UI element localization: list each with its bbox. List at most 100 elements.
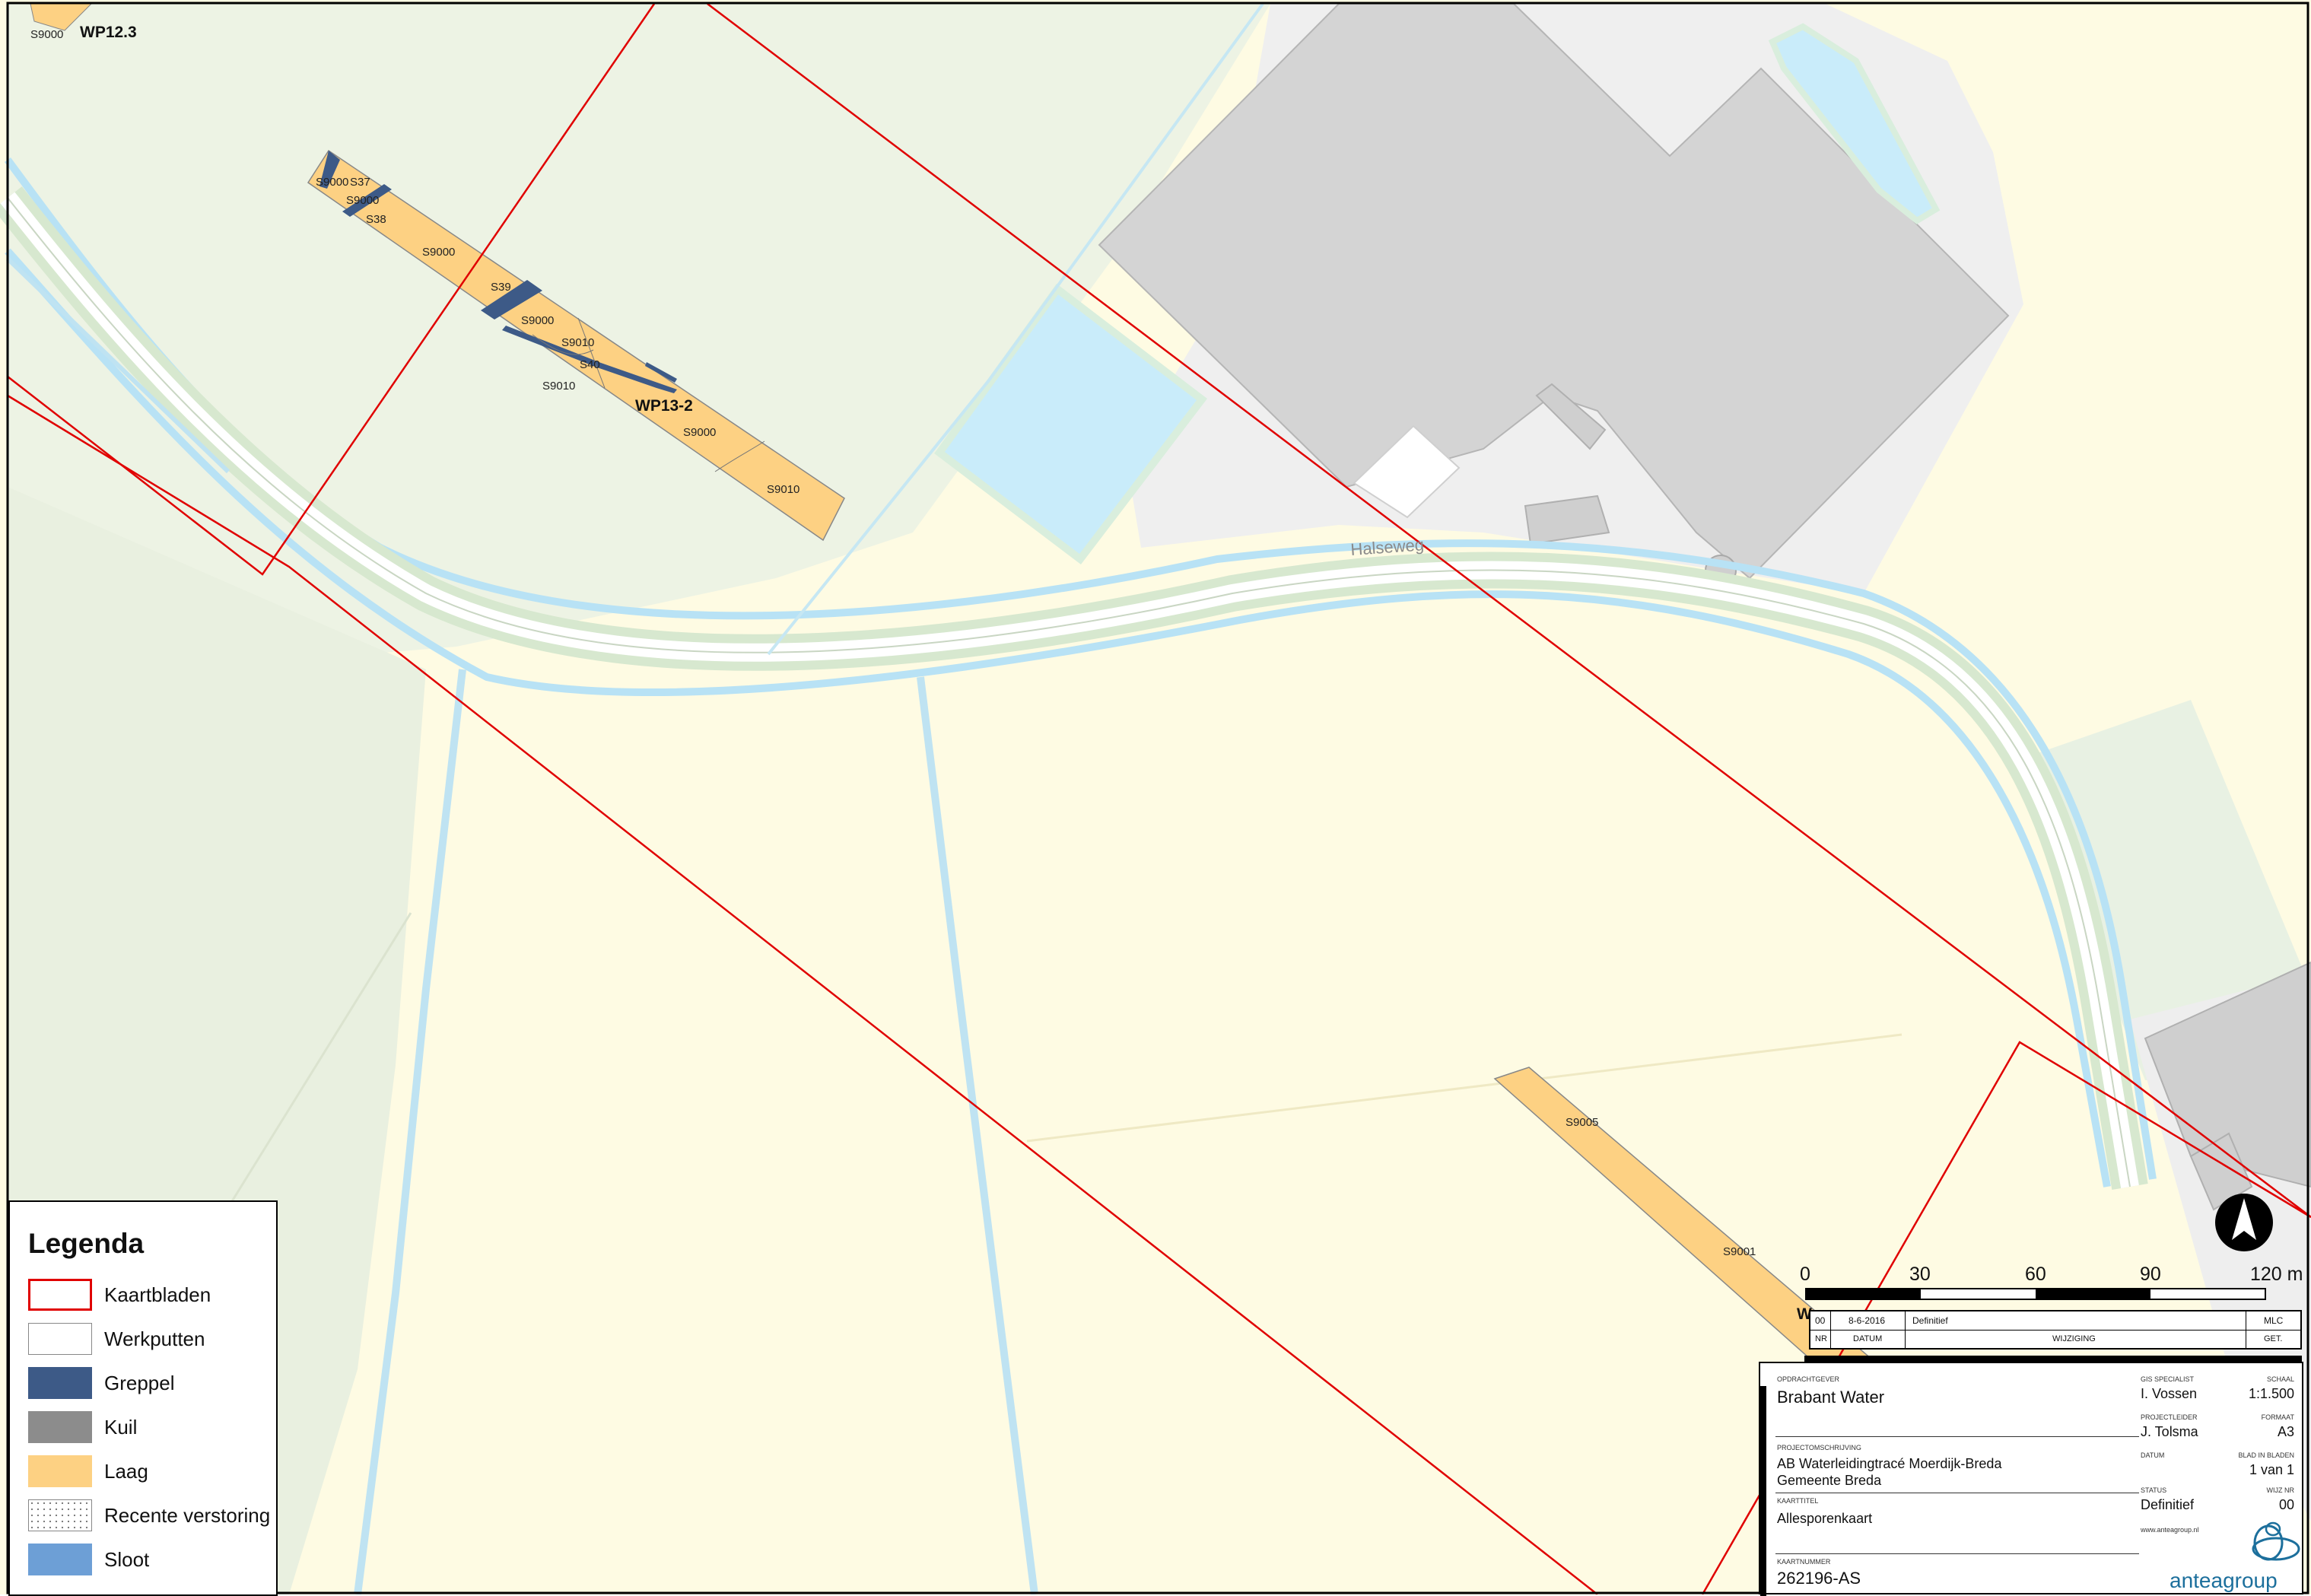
caption-blad: BLAD IN BLADEN: [2238, 1451, 2294, 1459]
legend-swatch-sloot: [28, 1544, 92, 1575]
ditch-west: [5, 256, 230, 474]
greppel: [319, 151, 340, 189]
revision-header-nr: NR: [1815, 1334, 1827, 1343]
building-east: [2144, 961, 2311, 1188]
trace-label: S9000: [422, 246, 455, 259]
legend-item-recente-verstoring: Recente verstoring: [28, 1499, 270, 1532]
trace-label: S9000: [316, 176, 348, 189]
legend-swatch-kuil: [28, 1411, 92, 1443]
caption-kaartnummer: KAARTNUMMER: [1777, 1558, 1831, 1566]
workpit-label: WP12.3: [80, 24, 137, 41]
kaartblad-frame: [7, 394, 1598, 1594]
building-white: [1353, 424, 1461, 519]
revision-wijziging: Definitief: [1912, 1315, 1948, 1326]
gis-specialist: I. Vossen: [2141, 1386, 2198, 1401]
field-green-east: [2016, 700, 2311, 1080]
legend-label: Kaartbladen: [104, 1283, 211, 1306]
caption-wijz-nr: WIJZ NR: [2266, 1486, 2295, 1494]
greppel: [645, 362, 677, 383]
trench-wp13-2: [307, 149, 845, 542]
scale-tick: 120 m: [2250, 1264, 2303, 1285]
caption-projectleider: PROJECTLEIDER: [2141, 1413, 2198, 1421]
title-block-bar: [1760, 1386, 1766, 1596]
north-arrow-icon: [2215, 1194, 2273, 1251]
revision-datum: 8-6-2016: [1848, 1315, 1886, 1326]
pond-west: [934, 283, 1208, 564]
legend-label: Laag: [104, 1459, 148, 1483]
legend-item-sloot: Sloot: [28, 1543, 149, 1576]
kaarttitel: Allesporenkaart: [1777, 1511, 1873, 1526]
trace-label: S9001: [1723, 1245, 1756, 1258]
trace-label: S9010: [561, 336, 594, 349]
scale-tick: 90: [2140, 1264, 2161, 1285]
legend-item-kuil: Kuil: [28, 1410, 137, 1444]
antea-logo-text: anteagroup: [2170, 1569, 2278, 1592]
legend-label: Sloot: [104, 1547, 150, 1571]
map-frame: [6, 2, 2309, 1594]
project-line-2: Gemeente Breda: [1777, 1473, 1882, 1488]
kaartnummer: 262196-AS: [1777, 1569, 1861, 1588]
layer-boundary: [532, 334, 594, 355]
caption-status: STATUS: [2141, 1486, 2167, 1494]
legend-swatch-greppel: [28, 1367, 92, 1399]
legend-item-greppel: Greppel: [28, 1366, 175, 1400]
revision-get: MLC: [2264, 1315, 2284, 1326]
scale-bar: 0 30 60 90 120 m: [1800, 1264, 2303, 1300]
trace-label: S38: [366, 213, 386, 226]
greppel: [502, 326, 677, 393]
formaat: A3: [2277, 1424, 2294, 1439]
project-line-1: AB Waterleidingtracé Moerdijk-Breda: [1777, 1456, 2002, 1471]
workpit-label: WP13-2: [635, 397, 693, 415]
road-edge: [7, 197, 2131, 1187]
legend-swatch-werkputten: [28, 1323, 92, 1355]
legend-label: Recente verstoring: [104, 1503, 271, 1527]
title-block-divider: [1804, 1356, 2302, 1362]
field-boundary: [1026, 1033, 1903, 1143]
blad-in-bladen: 1 van 1: [2249, 1462, 2294, 1477]
scale-tick: 30: [1909, 1264, 1931, 1285]
caption-formaat: FORMAAT: [2261, 1413, 2294, 1421]
pond-north: [1768, 23, 1941, 224]
trace-label: S9000: [30, 28, 63, 41]
opdrachtgever: Brabant Water: [1777, 1388, 1885, 1407]
legend-panel: Legenda Kaartbladen Werkputten Greppel K…: [8, 1200, 278, 1596]
antea-logo-icon: [2252, 1521, 2300, 1561]
trace-label: S9010: [542, 380, 575, 393]
trace-label: S40: [580, 358, 600, 371]
building-small-2: [1535, 383, 1607, 450]
caption-projectomschrijving: PROJECTOMSCHRIJVING: [1777, 1444, 1861, 1451]
revision-header-get: GET.: [2264, 1334, 2283, 1343]
projectleider: J. Tolsma: [2141, 1424, 2198, 1439]
revision-nr: 00: [1815, 1315, 1826, 1326]
layer-boundary: [577, 317, 606, 389]
legend-label: Greppel: [104, 1371, 175, 1394]
website: www.anteagroup.nl: [2141, 1526, 2199, 1534]
trace-label: S9010: [767, 483, 799, 496]
legend-swatch-recente-verstoring: [28, 1499, 92, 1531]
kaartblad-frame: [7, 3, 656, 576]
legend-label: Kuil: [104, 1415, 138, 1439]
legend-item-laag: Laag: [28, 1455, 148, 1488]
caption-gis-specialist: GIS SPECIALIST: [2141, 1375, 2195, 1383]
trace-label: S9005: [1566, 1116, 1598, 1129]
ditch-south-1: [354, 669, 466, 1594]
revision-header-datum: DATUM: [1853, 1334, 1883, 1343]
ditch-south-2: [917, 676, 1038, 1594]
trace-label: S37: [350, 176, 370, 189]
layer-boundary: [714, 440, 765, 472]
status: Definitief: [2141, 1497, 2195, 1512]
trace-label: S9000: [346, 194, 379, 207]
trace-label: S9000: [521, 314, 554, 327]
ditch-north-1: [767, 2, 1264, 656]
legend-swatch-kaartbladen: [28, 1279, 92, 1311]
legend-title: Legenda: [28, 1228, 145, 1259]
building-small: [1524, 494, 1610, 545]
legend-label: Werkputten: [104, 1327, 205, 1350]
kaartblad-frame: [707, 3, 2311, 1218]
title-block: OPDRACHTGEVER Brabant Water PROJECTOMSCH…: [1759, 1362, 2303, 1596]
revision-header-wijziging: WIJZIGING: [2052, 1334, 2096, 1343]
wijz-nr: 00: [2278, 1497, 2294, 1512]
scale-tick: 0: [1800, 1264, 1810, 1285]
caption-opdrachtgever: OPDRACHTGEVER: [1777, 1375, 1840, 1383]
ditch-road-south: [5, 248, 2111, 1187]
